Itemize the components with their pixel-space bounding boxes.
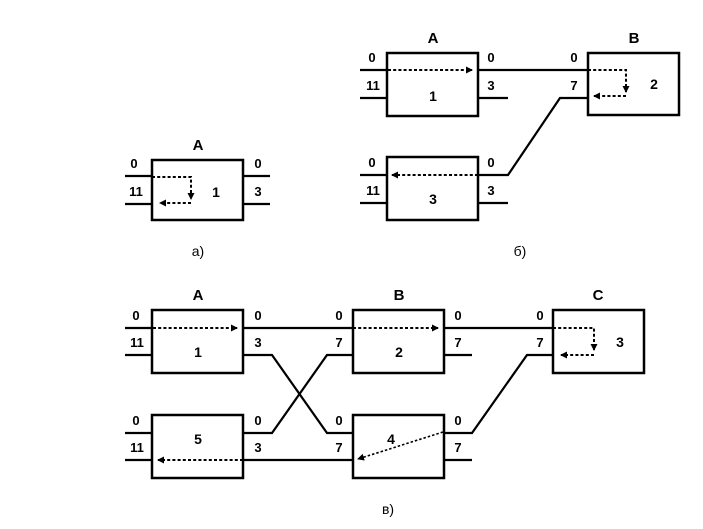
caption: a): [192, 243, 204, 259]
node-number: 1: [194, 344, 202, 360]
port-label: 0: [487, 155, 494, 170]
node-number: 3: [429, 191, 437, 207]
port-label: 7: [454, 335, 461, 350]
port-label: 0: [335, 413, 342, 428]
port-label: 0: [536, 308, 543, 323]
wire: [478, 96, 588, 177]
loopback-path: [152, 176, 195, 200]
port-label: 0: [368, 50, 375, 65]
wire: [444, 353, 553, 435]
node-title: A: [193, 137, 204, 154]
port-label: 0: [132, 308, 139, 323]
node-number: 1: [429, 88, 437, 104]
node-number: 3: [616, 334, 624, 350]
subfigure-c: A B C 1 2 3 4 5 0 11 0 3 0 7 0 7 0 7 0 7…: [125, 287, 646, 517]
port-label: 0: [254, 413, 261, 428]
subfigure-b: A B 1 2 3 0 11 0 3 0 7 0 11 0 3 б): [360, 30, 681, 259]
port-label: 0: [254, 156, 261, 171]
port-label: 11: [130, 335, 144, 350]
port-label: 7: [335, 440, 342, 455]
signal-path: [357, 431, 444, 461]
port-label: 0: [454, 413, 461, 428]
port-label: 0: [454, 308, 461, 323]
port-label: 11: [129, 184, 143, 199]
node-title: A: [193, 287, 204, 304]
node-title: B: [629, 30, 640, 47]
node-c-2-box: [351, 308, 446, 375]
port-label: 7: [570, 78, 577, 93]
port-label: 3: [254, 440, 261, 455]
port-label: 0: [132, 413, 139, 428]
port-label: 0: [335, 308, 342, 323]
node-b-1-box: [385, 51, 480, 118]
node-title: B: [394, 287, 405, 304]
port-label: 0: [130, 156, 137, 171]
port-label: 7: [536, 335, 543, 350]
port-label: 3: [487, 183, 494, 198]
port-label: 3: [254, 335, 261, 350]
loopback-path: [588, 69, 630, 93]
caption: б): [514, 243, 527, 259]
port-label: 0: [368, 155, 375, 170]
node-title: C: [593, 287, 604, 304]
port-label: 11: [130, 440, 144, 455]
node-b-3-box: [385, 155, 480, 222]
node-b-2-box: [586, 51, 681, 117]
port-label: 3: [487, 78, 494, 93]
node-c-3-box: [551, 308, 646, 375]
port-label: 11: [366, 78, 380, 93]
wire: [243, 353, 353, 435]
node-number: 5: [194, 431, 202, 447]
node-c-1-box: [150, 308, 245, 375]
port-label: 3: [254, 184, 261, 199]
subfigure-a: A 1 0 11 0 3 a): [125, 137, 270, 259]
node-number: 1: [212, 184, 220, 200]
port-label: 0: [254, 308, 261, 323]
node-number: 2: [395, 344, 403, 360]
node-title: A: [428, 30, 439, 47]
port-label: 7: [335, 335, 342, 350]
port-label: 0: [487, 50, 494, 65]
port-label: 7: [454, 440, 461, 455]
port-label: 11: [366, 183, 380, 198]
node-a-1-box: [150, 158, 245, 222]
node-number: 4: [387, 431, 395, 447]
node-c-5-box: [150, 413, 245, 480]
port-label: 0: [570, 50, 577, 65]
caption: в): [382, 501, 394, 517]
node-number: 2: [650, 76, 658, 92]
